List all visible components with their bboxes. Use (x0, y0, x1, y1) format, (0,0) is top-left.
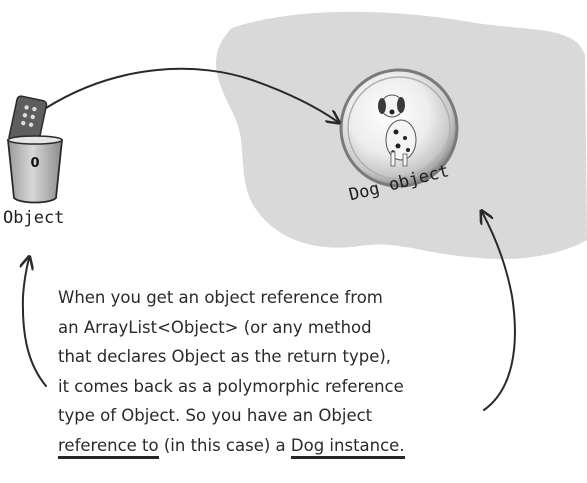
note-middle-phrase: (in this case) a (158, 435, 291, 455)
note-line: When you get an object reference from (58, 288, 383, 307)
note-line: type of Object. So you have an Object (58, 406, 373, 425)
remote-control-icon (8, 95, 48, 147)
underlined-reference-phrase: reference to (58, 435, 159, 459)
reference-value: 0 (30, 156, 39, 171)
dog-object (339, 68, 459, 188)
reference-arrow (45, 67, 338, 122)
underlined-instance-phrase: Dog instance. (290, 435, 405, 459)
reference-variable: 0 (7, 95, 63, 204)
annotation-note: When you get an object reference from an… (58, 283, 458, 460)
note-line: that declares Object as the return type)… (58, 347, 392, 366)
arrow-to-object-label (23, 258, 47, 387)
arrow-to-dog-object (482, 212, 516, 411)
cup-icon (7, 139, 63, 204)
dog-icon (378, 94, 417, 167)
note-line: an ArrayList<Object> (or any method (58, 317, 372, 337)
note-line: it comes back as a polymorphic reference (58, 376, 404, 396)
reference-type-label: Object (3, 208, 65, 228)
note-last-line: reference to (in this case) a Dog instan… (58, 431, 458, 461)
